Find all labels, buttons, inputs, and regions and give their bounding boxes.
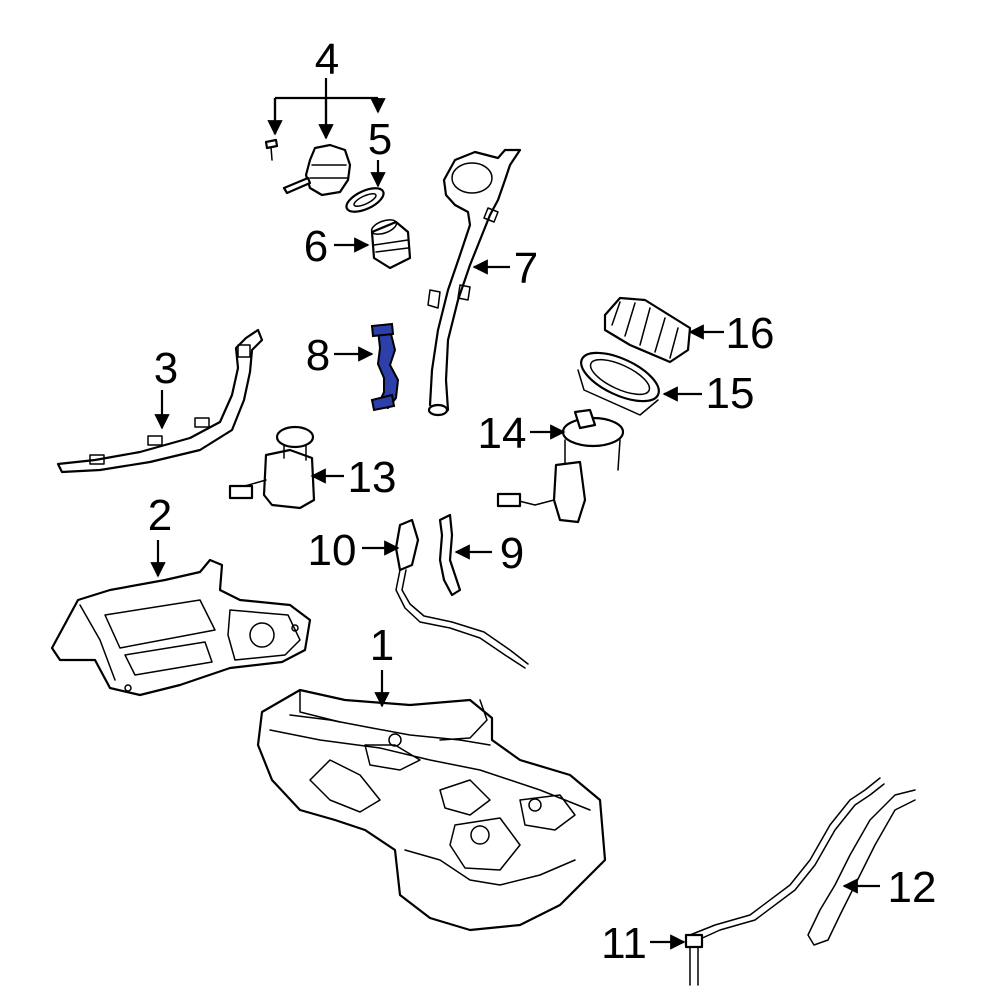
callout-7: 7 [514,244,538,293]
leader-lines [150,78,880,950]
part-12-fuel-line[interactable] [807,789,916,946]
callout-14: 14 [478,409,527,458]
callout-labels: 1 2 3 4 5 6 7 8 9 10 11 12 13 14 15 16 [148,35,937,968]
callout-5: 5 [368,115,392,164]
callout-6: 6 [304,222,328,271]
callout-4: 4 [315,35,339,84]
callout-8: 8 [306,331,330,380]
callout-11: 11 [601,919,647,968]
part-2-heat-shield[interactable] [50,558,312,697]
callout-3: 3 [154,344,178,393]
part-3-strap[interactable] [56,328,264,474]
part-9-hose[interactable] [438,513,462,597]
callout-2: 2 [148,491,172,540]
callout-13: 13 [348,453,397,502]
part-5-gasket[interactable] [343,183,387,216]
callout-16: 16 [726,309,775,358]
part-11-fuel-line[interactable] [684,777,885,986]
part-4-filler-housing[interactable] [264,138,352,197]
part-7-filler-neck[interactable] [427,148,522,417]
part-13-pump[interactable] [228,425,316,510]
callout-1: 1 [370,621,394,670]
part-8-hose-highlighted[interactable] [370,322,400,412]
part-16-seal[interactable] [603,296,692,364]
callout-9: 9 [500,529,524,578]
callout-10: 10 [308,526,357,575]
part-1-fuel-tank[interactable] [256,688,607,932]
callout-12: 12 [888,863,937,912]
callout-15: 15 [706,369,755,418]
part-6-coupling[interactable] [370,217,412,270]
part-15-lock-ring[interactable] [574,343,665,416]
